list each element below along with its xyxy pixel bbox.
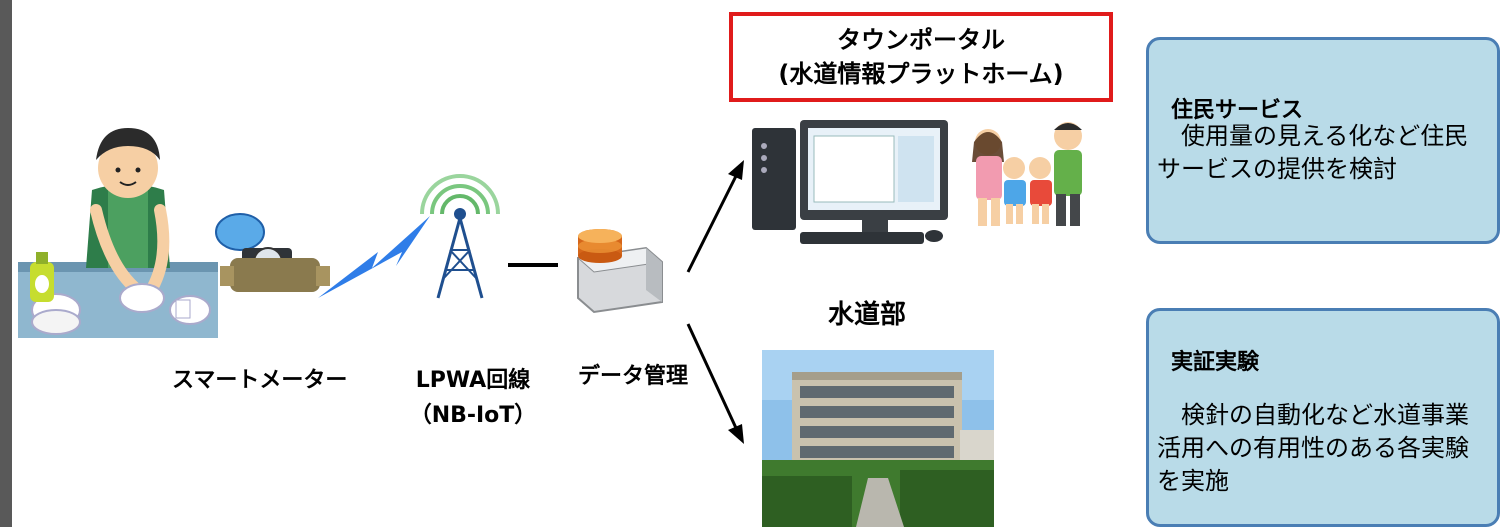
nbiot-label: （NB-IoT） bbox=[409, 403, 537, 428]
experiment-body: 検針の自動化など水道事業活用への有用性のある各実験を実施 bbox=[1157, 401, 1469, 495]
resident-service-title: 住民サービス bbox=[1171, 98, 1304, 123]
resident-service-body: 使用量の見える化など住民サービスの提供を検討 bbox=[1157, 122, 1469, 183]
portal-title: タウンポータル bbox=[837, 26, 1005, 54]
experiment-title: 実証実験 bbox=[1171, 350, 1260, 375]
portal-subtitle: (水道情報プラットホーム) bbox=[778, 60, 1064, 88]
demonstration-experiment-card: 実証実験 検針の自動化など水道事業活用への有用性のある各実験を実施 bbox=[1146, 308, 1500, 527]
water-department-label: 水道部 bbox=[828, 300, 907, 330]
town-portal-box: タウンポータル (水道情報プラットホーム) bbox=[729, 12, 1113, 102]
desktop-computer-icon bbox=[752, 120, 948, 244]
lpwa-antenna-tower-icon bbox=[420, 174, 500, 299]
arrow-to-portal bbox=[686, 160, 744, 273]
data-management-label: データ管理 bbox=[578, 364, 689, 389]
lpwa-label: LPWA回線 bbox=[415, 368, 531, 393]
data-server-icon bbox=[576, 229, 664, 314]
smart-water-meter-icon bbox=[215, 213, 330, 292]
wireless-signal-bolt-icon bbox=[318, 216, 430, 298]
person-washing-dishes-icon bbox=[18, 128, 218, 338]
arrow-to-water-dept bbox=[686, 323, 744, 444]
family-residents-icon bbox=[972, 122, 1082, 226]
resident-service-card: 住民サービス 使用量の見える化など住民サービスの提供を検討 bbox=[1146, 37, 1500, 244]
left-edge-bar bbox=[0, 0, 12, 527]
smart-meter-label: スマートメーター bbox=[172, 368, 348, 393]
water-department-building-photo bbox=[762, 350, 994, 527]
